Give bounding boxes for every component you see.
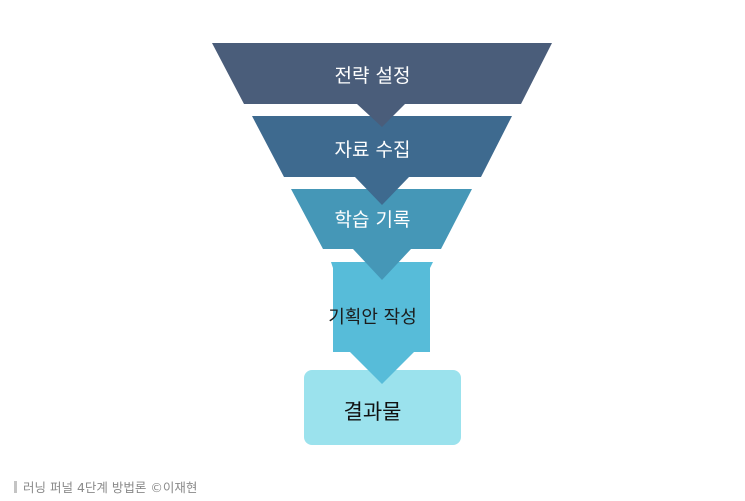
stage-3-label: 학습 기록 [334,209,411,231]
result-box-shape [304,370,461,445]
stage-4-shape [331,262,433,384]
caption-bar-icon [14,480,17,493]
stage-3-shape [291,189,472,280]
stage-2-shape [252,116,512,205]
caption: 러닝 퍼널 4단계 방법론 ©이재현 [14,477,197,496]
stage-4-label: 기획안 작성 [328,307,417,328]
stage-1-label: 전략 설정 [334,65,411,87]
stage-2-label: 자료 수집 [334,139,411,161]
result-label: 결과물 [343,400,402,424]
caption-text: 러닝 퍼널 4단계 방법론 ©이재현 [23,480,198,495]
stage-1-shape [212,43,552,127]
